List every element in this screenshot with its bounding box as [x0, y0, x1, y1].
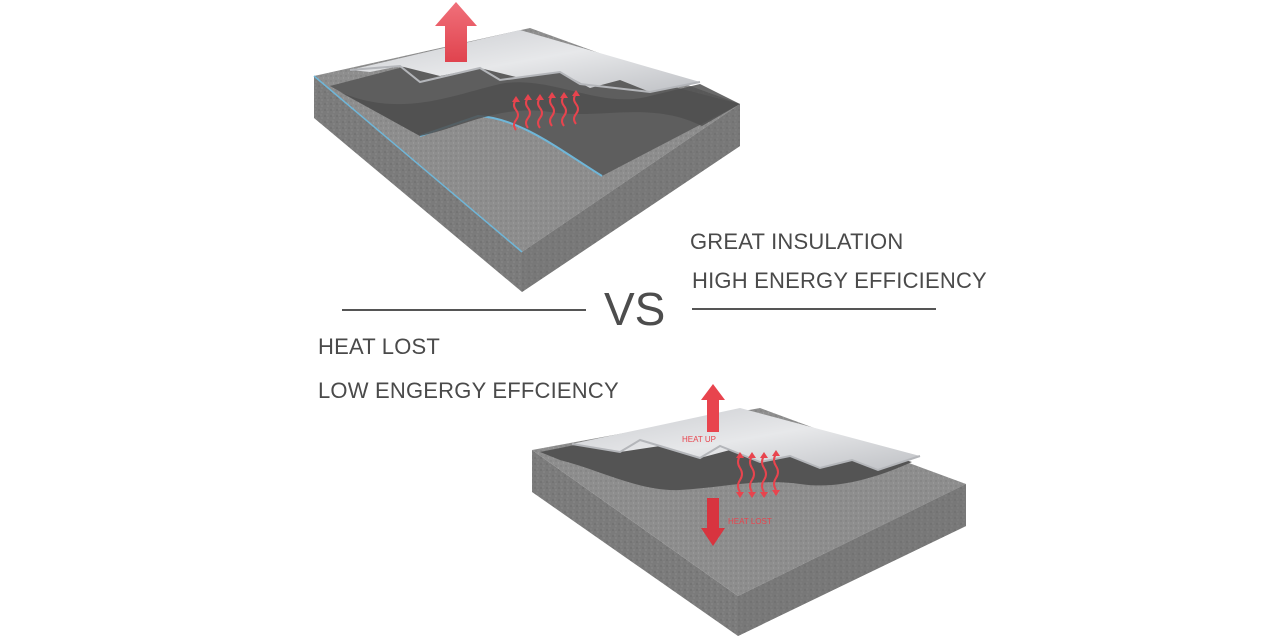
arrow-down-icon — [701, 498, 725, 546]
top-insulated-floor-block — [313, 2, 740, 292]
vs-label: VS — [604, 283, 666, 335]
top-block-left-face — [314, 76, 522, 292]
low-efficiency-label: LOW ENGERGY EFFCIENCY — [318, 378, 619, 403]
left-divider-line — [342, 309, 586, 311]
heat-lost-heading: HEAT LOST — [318, 334, 441, 359]
arrow-up-icon — [435, 2, 477, 62]
bottom-uninsulated-floor-block: HEAT UP HEAT LOST — [532, 384, 966, 636]
arrow-up-icon — [701, 384, 725, 432]
right-divider-line — [692, 308, 936, 310]
heat-wave-icon — [737, 453, 779, 493]
heat-lost-label: HEAT LOST — [728, 517, 772, 526]
great-insulation-label: GREAT INSULATION — [690, 229, 904, 254]
heat-up-label: HEAT UP — [682, 435, 716, 444]
high-energy-efficiency-label: HIGH ENERGY EFFICIENCY — [692, 268, 987, 293]
heat-wave-icon — [513, 93, 579, 131]
top-block-foil-sheet — [350, 30, 700, 92]
bottom-block-foil-sheet — [572, 408, 920, 470]
bottom-block-left-face — [532, 450, 738, 636]
